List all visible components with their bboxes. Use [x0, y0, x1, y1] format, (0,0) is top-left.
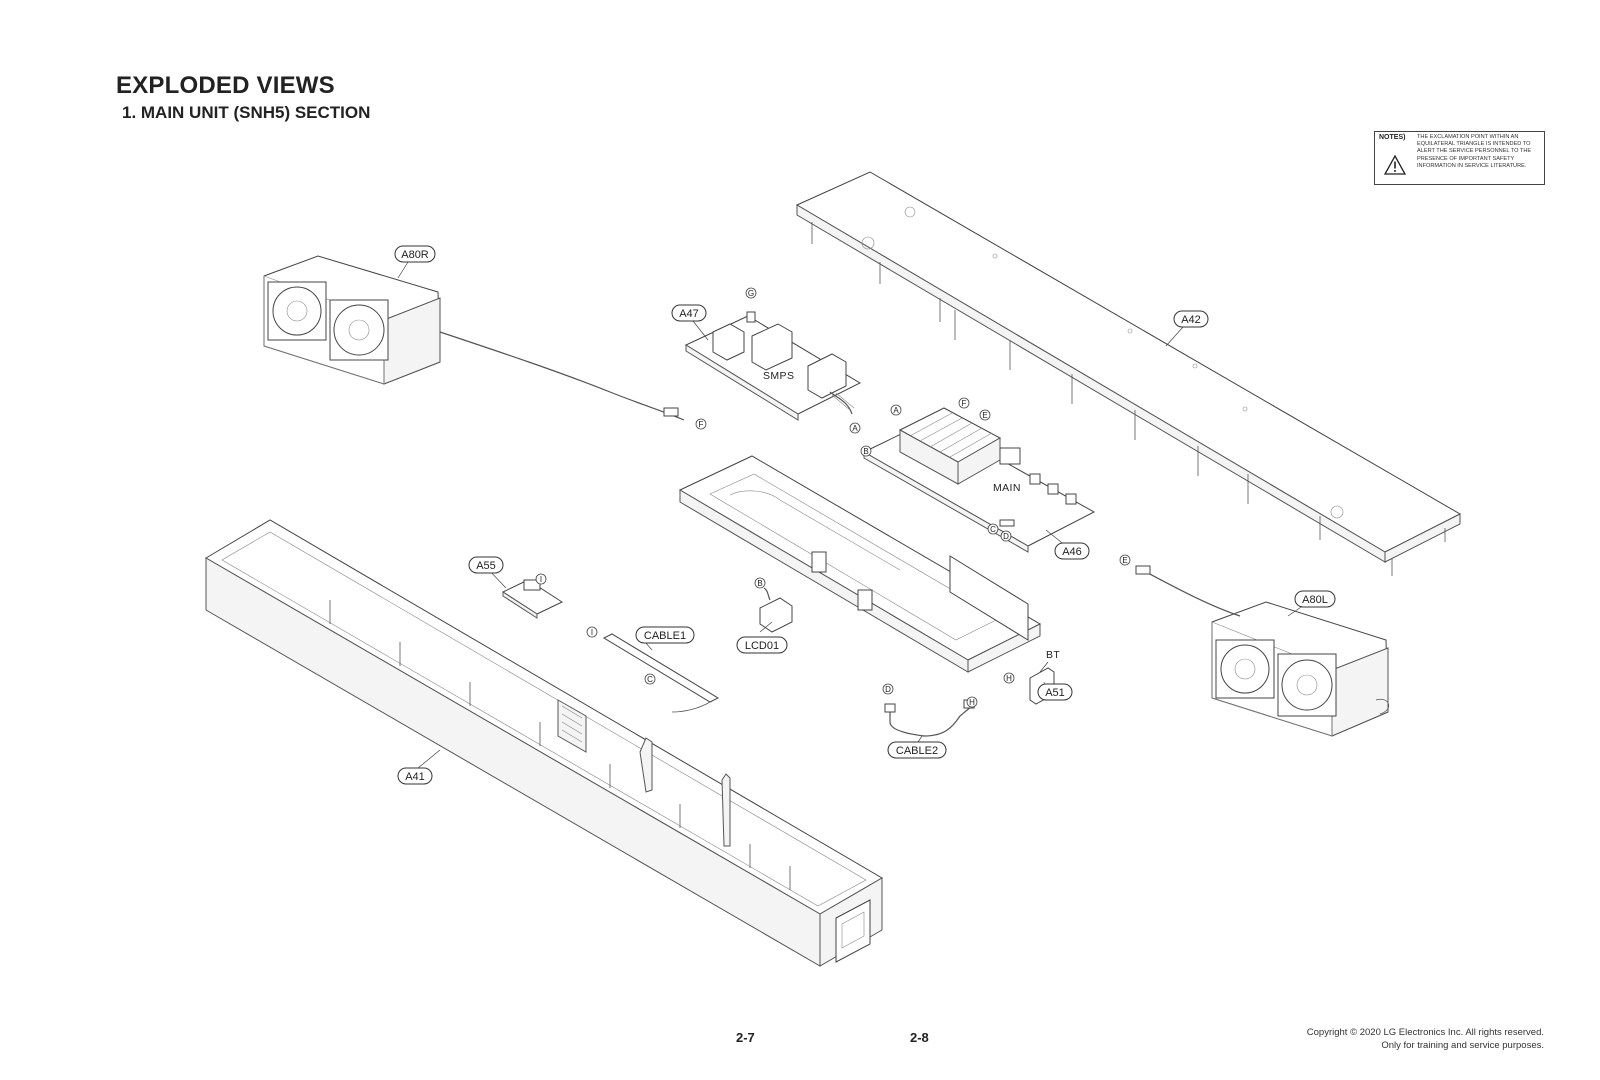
- connector-d-cable2-label: D: [885, 685, 891, 694]
- connector-marker-i-a55: I: [535, 573, 547, 585]
- callout-a42-label: A42: [1181, 314, 1201, 326]
- callout-cable1[interactable]: CABLE1: [635, 626, 695, 644]
- callout-a80l[interactable]: A80L: [1294, 590, 1336, 608]
- cabinet-ribs: [329, 600, 791, 890]
- callout-a41-label: A41: [405, 771, 425, 783]
- heatsink: [898, 407, 1002, 485]
- connector-g-label: G: [748, 289, 754, 298]
- connector-d-main-label: D: [1003, 532, 1009, 541]
- callout-cable2[interactable]: CABLE2: [887, 741, 947, 759]
- connector-f-label: F: [699, 420, 704, 429]
- connector-marker-i-cable1: I: [586, 626, 598, 638]
- callout-a80r-label: A80R: [401, 249, 429, 261]
- smps-board: [684, 311, 862, 421]
- main-cabinet: [205, 519, 883, 967]
- callout-cable2-label: CABLE2: [896, 745, 938, 757]
- leader-lines: [397, 261, 1311, 769]
- connector-marker-c-main: C: [987, 523, 999, 535]
- board-label-main: MAIN: [993, 482, 1021, 494]
- page-number-right: 2-8: [910, 1030, 929, 1045]
- page-title: EXPLODED VIEWS: [116, 72, 335, 99]
- connector-marker-d-main: D: [1000, 530, 1012, 542]
- connector-marker-b-main: B: [860, 445, 872, 457]
- page-number-left: 2-7: [736, 1030, 755, 1045]
- main-board: [862, 407, 1096, 553]
- connector-marker-h-cable2: H: [966, 696, 978, 708]
- top-cover-plate: [795, 171, 1462, 576]
- copyright-line-2: Only for training and service purposes.: [1381, 1040, 1544, 1051]
- connector-b-lcd-label: B: [757, 579, 762, 588]
- connector-marker-b-lcd: B: [754, 577, 766, 589]
- connector-marker-e-main: E: [979, 409, 991, 421]
- connector-c-main-label: C: [990, 525, 996, 534]
- connector-marker-a-smps: A: [849, 422, 861, 434]
- connector-marker-d-cable2: D: [882, 683, 894, 695]
- callout-a51[interactable]: A51: [1037, 683, 1073, 701]
- warning-triangle-icon: [1384, 155, 1406, 175]
- connector-f-main-label: F: [962, 399, 967, 408]
- callout-a46[interactable]: A46: [1054, 542, 1090, 560]
- callout-a47[interactable]: A47: [671, 304, 707, 322]
- cable-2-harness: [884, 699, 975, 737]
- a55-board: [501, 579, 564, 619]
- speaker-right: [263, 255, 685, 421]
- connector-c-cable1-label: C: [647, 675, 653, 684]
- notes-text: THE EXCLAMATION POINT WITHIN AN EQUILATE…: [1417, 134, 1532, 169]
- connector-h-bt-label: H: [1006, 674, 1012, 683]
- connector-marker-c-cable1: C: [644, 673, 656, 685]
- copyright-notice: Copyright © 2020 LG Electronics Inc. All…: [1307, 1026, 1544, 1052]
- callout-cable1-label: CABLE1: [644, 630, 686, 642]
- section-subtitle: 1. MAIN UNIT (SNH5) SECTION: [122, 103, 371, 122]
- lcd-module: [759, 587, 793, 633]
- callout-a55[interactable]: A55: [468, 556, 504, 574]
- connector-e-main-label: E: [982, 411, 987, 420]
- connector-marker-e-speaker: E: [1119, 554, 1131, 566]
- safety-notes-box: NOTES) THE EXCLAMATION POINT WITHIN AN E…: [1374, 131, 1545, 185]
- connector-b-main-label: B: [863, 447, 868, 456]
- callout-a80l-label: A80L: [1302, 594, 1328, 606]
- connector-i-cable1-label: I: [591, 628, 593, 637]
- connector-marker-g-top: G: [745, 287, 757, 299]
- callout-lcd01[interactable]: LCD01: [736, 636, 788, 654]
- board-label-bt: BT: [1046, 649, 1060, 661]
- cover-standoffs: [811, 222, 1446, 576]
- callout-a55-label: A55: [476, 560, 496, 572]
- callout-a47-label: A47: [679, 308, 699, 320]
- connector-e-speaker-label: E: [1122, 556, 1127, 565]
- callout-lcd01-label: LCD01: [745, 640, 779, 652]
- callout-a41[interactable]: A41: [397, 767, 433, 785]
- connector-marker-h-bt: H: [1003, 672, 1015, 684]
- connector-marker-a-main: A: [890, 404, 902, 416]
- callout-a42[interactable]: A42: [1173, 310, 1209, 328]
- ribbon-cable-1: [602, 633, 720, 713]
- speaker-left: [1135, 565, 1389, 737]
- connector-h-cable2-label: H: [969, 698, 975, 707]
- callout-a80r[interactable]: A80R: [394, 245, 436, 263]
- inner-chassis-frame: [678, 455, 1042, 673]
- copyright-line-1: Copyright © 2020 LG Electronics Inc. All…: [1306, 1027, 1544, 1038]
- callout-a46-label: A46: [1062, 546, 1082, 558]
- connector-a-label: A: [852, 424, 858, 433]
- board-label-smps: SMPS: [763, 370, 794, 382]
- notes-label: NOTES): [1379, 134, 1406, 141]
- callout-a51-label: A51: [1045, 687, 1065, 699]
- connector-a-main-label: A: [893, 406, 899, 415]
- connector-marker-f-speaker: F: [695, 418, 707, 430]
- connector-i-a55-label: I: [540, 575, 542, 584]
- connector-marker-f-main: F: [958, 397, 970, 409]
